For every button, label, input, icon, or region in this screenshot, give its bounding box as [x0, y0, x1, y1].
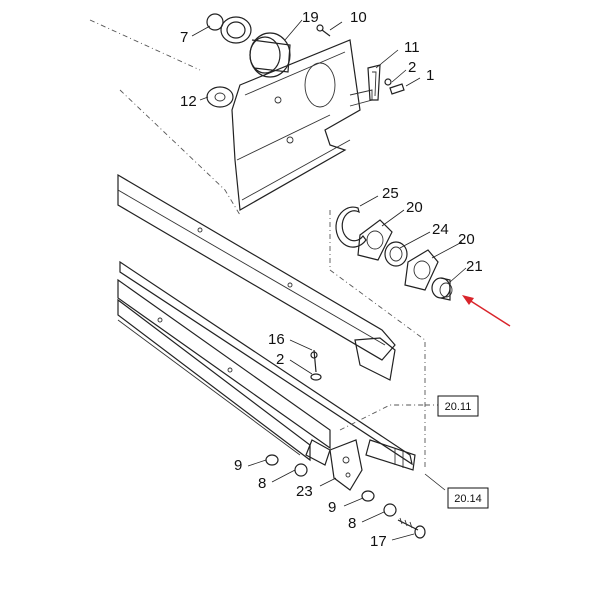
dashed-guide-top: [119, 89, 241, 216]
top-bracket-plate: [231, 39, 373, 211]
leader-lines: [191, 19, 467, 541]
bolt-part-1: [384, 78, 405, 95]
callout-9-a: 9: [234, 457, 242, 474]
bushing-21: [431, 277, 453, 301]
callout-16: 16: [268, 331, 285, 348]
flange-plate-20b: [404, 249, 439, 291]
washer-12: [206, 86, 234, 108]
callout-12: 12: [180, 93, 197, 110]
dashed-guide-top-2: [89, 19, 201, 71]
callout-7: 7: [180, 29, 188, 46]
drive-shaft: [119, 260, 416, 471]
snap-ring-25: [335, 206, 367, 248]
callout-1: 1: [426, 67, 434, 84]
ref-label-20-11: 20.11: [445, 401, 472, 413]
nut-9b: [361, 490, 375, 502]
callout-23: 23: [296, 483, 313, 500]
ref-label-20-14: 20.14: [454, 493, 482, 505]
bearing-24: [384, 241, 408, 267]
callout-10: 10: [350, 9, 367, 26]
callout-9-b: 9: [328, 499, 336, 516]
lower-beam: [117, 278, 331, 462]
callout-19: 19: [302, 9, 319, 26]
bolt-10: [316, 24, 331, 37]
fork-part: [367, 64, 381, 101]
washer-8b: [383, 503, 397, 517]
callout-21: 21: [466, 258, 483, 275]
callout-11: 11: [404, 39, 420, 56]
washer-2-mid: [310, 373, 322, 381]
flange-plate-20a: [357, 219, 393, 261]
callout-2-top: 2: [408, 59, 416, 76]
callout-8-b: 8: [348, 515, 356, 532]
nut-9a: [265, 454, 279, 466]
bolt-17: [397, 517, 426, 539]
upper-beam: [117, 173, 396, 381]
callout-8-a: 8: [258, 475, 266, 492]
callout-20-b: 20: [458, 231, 475, 248]
red-pointer-arrow: [462, 295, 511, 327]
bearing-ring: [249, 32, 291, 78]
callout-2-mid: 2: [276, 351, 284, 368]
bracket-23: [305, 439, 363, 491]
collar-part: [206, 13, 252, 44]
washer-8a: [294, 463, 308, 477]
ref-box-20-11[interactable]: 20.11: [437, 395, 479, 417]
callout-17: 17: [370, 533, 387, 550]
callout-20-a: 20: [406, 199, 423, 216]
ref-box-20-14[interactable]: 20.14: [447, 487, 489, 509]
callout-24: 24: [432, 221, 449, 238]
callout-25: 25: [382, 185, 399, 202]
bolt-16: [310, 349, 318, 373]
